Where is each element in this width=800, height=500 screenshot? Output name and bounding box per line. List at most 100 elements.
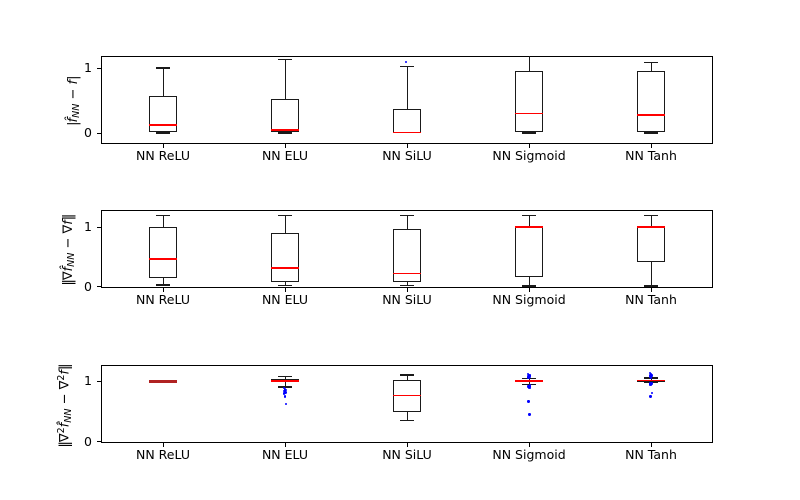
xtick-mark-p2-1 <box>285 288 287 292</box>
box-outlier-point <box>528 375 531 378</box>
box-outlier-point <box>651 381 654 384</box>
box-whisker <box>406 375 408 380</box>
axes-frame-panel-2 <box>101 210 713 288</box>
box-whisker-cap <box>278 132 292 134</box>
ytick-label-panel-1-1: 1 <box>84 60 92 75</box>
box-whisker <box>406 66 408 109</box>
box-whisker-cap <box>522 285 536 287</box>
xtick-label-p3-4: NN Tanh <box>625 447 677 462</box>
box-median-line <box>637 114 665 116</box>
box-outlier-point <box>649 376 653 379</box>
xtick-label-p1-3: NN Sigmoid <box>492 148 566 163</box>
xtick-mark-p3-4 <box>651 443 653 447</box>
box-median-line <box>515 226 543 228</box>
box-median-line <box>149 124 177 126</box>
xtick-mark-p3-1 <box>285 443 287 447</box>
box-outlier-point <box>526 385 529 389</box>
box-whisker-cap <box>644 214 658 216</box>
box-median-line <box>637 226 665 228</box>
box-whisker-cap <box>278 284 292 287</box>
box-rect <box>271 233 299 283</box>
box-whisker <box>162 215 164 227</box>
box-rect <box>637 227 665 262</box>
box-median-line <box>393 394 421 397</box>
xtick-mark-p3-0 <box>163 443 165 447</box>
box-rect <box>515 70 543 132</box>
box-median-line <box>393 272 421 275</box>
box-outlier-point <box>285 402 288 405</box>
box-rect <box>149 95 177 132</box>
box-outlier-point <box>527 376 531 380</box>
xtick-label-p2-4: NN Tanh <box>625 292 677 307</box>
xtick-mark-p1-4 <box>651 144 653 148</box>
box-whisker-cap <box>400 419 414 422</box>
box-rect <box>393 228 421 282</box>
ytick-mark-panel-1-0 <box>97 133 101 135</box>
box-rect <box>637 70 665 132</box>
box-outlier-point <box>529 374 532 377</box>
box-median-line <box>637 379 665 382</box>
box-whisker-cap <box>278 58 292 61</box>
box-whisker <box>650 261 652 286</box>
xtick-label-p2-1: NN ELU <box>261 292 309 307</box>
box-outlier-point <box>648 375 651 378</box>
box-median-line <box>149 258 177 260</box>
xtick-label-p1-1: NN ELU <box>261 148 309 163</box>
box-whisker <box>650 62 652 71</box>
ytick-mark-panel-1-1 <box>97 68 101 70</box>
xtick-mark-p3-3 <box>529 443 531 447</box>
axes-frame-panel-1 <box>101 56 713 144</box>
xtick-label-p3-1: NN ELU <box>261 447 309 462</box>
box-whisker <box>284 376 286 380</box>
xtick-label-p1-4: NN Tanh <box>625 148 677 163</box>
box-whisker <box>528 56 530 71</box>
ytick-label-panel-2-1: 1 <box>84 219 92 234</box>
box-whisker-cap <box>400 214 414 216</box>
box-whisker <box>406 412 408 421</box>
xtick-label-p2-3: NN Sigmoid <box>492 292 566 307</box>
ytick-label-panel-3-0: 0 <box>84 434 92 449</box>
ytick-label-panel-3-1: 1 <box>84 373 92 388</box>
box-rect <box>515 227 543 277</box>
box-whisker-cap <box>400 66 414 68</box>
box-whisker-cap <box>522 132 536 134</box>
box-rect <box>393 108 421 133</box>
box-whisker <box>284 215 286 234</box>
xtick-mark-p2-3 <box>529 288 531 292</box>
box-outlier-point <box>649 384 653 387</box>
box-whisker <box>162 68 164 96</box>
box-rect <box>271 99 299 132</box>
box-outlier-point <box>651 391 654 395</box>
box-outlier-point <box>282 392 285 395</box>
box-whisker-cap <box>644 285 658 287</box>
ylabel-panel-3: ‖∇2f̂NN − ∇2f‖ <box>55 364 75 448</box>
box-outlier-point <box>527 384 530 387</box>
box-outlier-point <box>528 385 531 388</box>
box-median-line <box>271 266 299 269</box>
box-whisker <box>284 382 286 387</box>
box-whisker-cap <box>278 375 292 377</box>
ytick-mark-panel-3-1 <box>97 381 101 383</box>
box-outlier-point <box>526 376 529 379</box>
box-whisker <box>528 276 530 286</box>
box-whisker-cap <box>156 284 170 286</box>
xtick-mark-p1-2 <box>407 144 409 148</box>
xtick-label-p2-0: NN ReLU <box>136 292 190 307</box>
box-whisker-cap <box>644 132 658 134</box>
box-whisker-cap <box>522 214 536 216</box>
box-outlier-point <box>283 395 287 398</box>
box-whisker <box>284 282 286 286</box>
box-median-line <box>149 380 177 383</box>
box-outlier-point <box>651 373 654 377</box>
xtick-label-p3-2: NN SiLU <box>382 447 432 462</box>
box-outlier-point <box>649 382 652 385</box>
box-outlier-point <box>528 413 531 416</box>
boxes-clip-panel-1 <box>101 56 713 144</box>
box-median-line <box>271 380 299 382</box>
xtick-mark-p3-2 <box>407 443 409 447</box>
box-outlier-point <box>284 391 287 394</box>
box-whisker-cap <box>278 214 292 216</box>
box-outlier-point <box>648 372 651 375</box>
box-whisker <box>650 378 652 380</box>
